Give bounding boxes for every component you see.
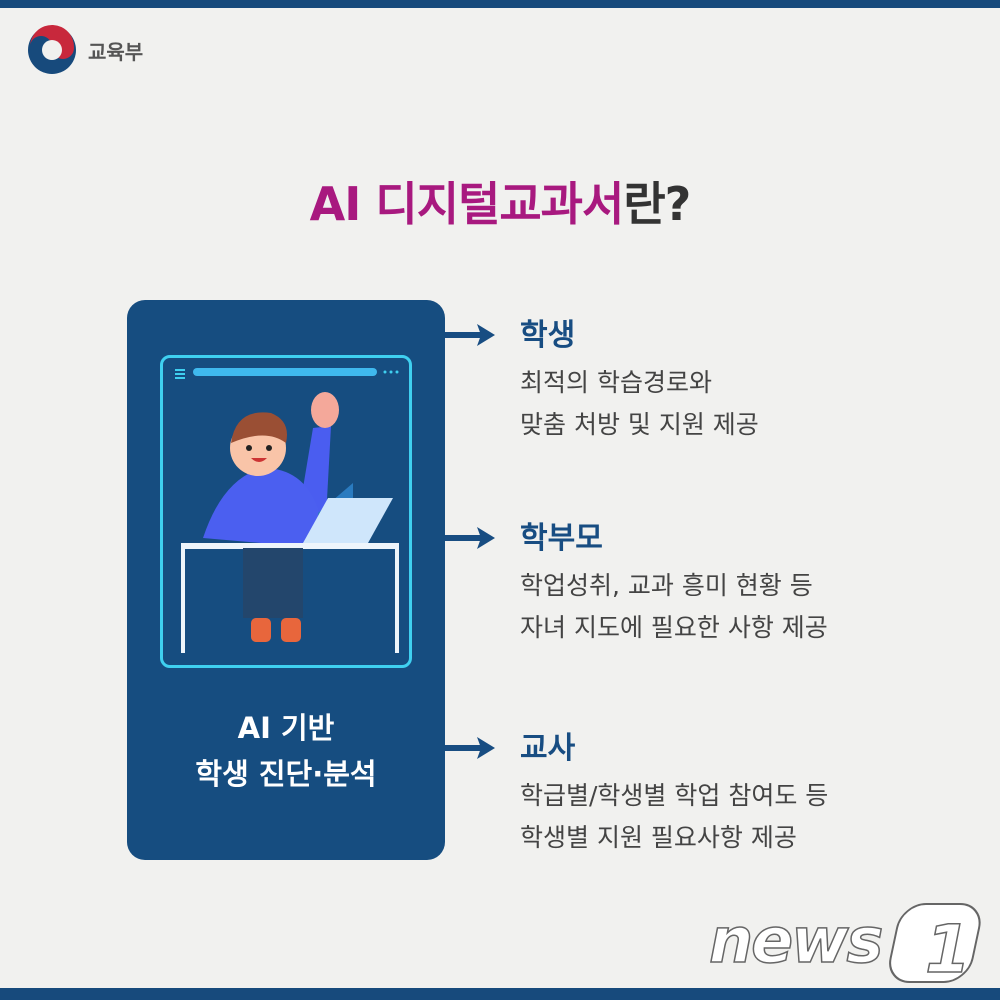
body-line: 맞춤 처방 및 지원 제공 [520, 410, 759, 439]
ai-card: AI 기반 학생 진단·분석 [127, 300, 445, 860]
student-illustration [175, 368, 399, 653]
body-line: 학급별/학생별 학업 참여도 등 [520, 781, 829, 810]
section-heading: 학생 [520, 318, 576, 353]
menu-icon [175, 369, 185, 371]
arrow-right-icon [445, 527, 495, 549]
body-line: 학생별 지원 필요사항 제공 [520, 823, 797, 852]
ministry-logo: 교육부 [26, 24, 143, 76]
arrow-right-icon [445, 324, 495, 346]
title-highlight: AI 디지털교과서 [309, 177, 625, 231]
arrow-right-icon [445, 737, 495, 759]
svg-text:1: 1 [925, 911, 971, 985]
card-caption-line2: 학생 진단·분석 [195, 757, 377, 791]
bottom-bar [0, 988, 1000, 1000]
section-heading: 교사 [520, 731, 576, 766]
logo-text: 교육부 [88, 39, 144, 64]
card-caption: AI 기반 학생 진단·분석 [127, 705, 445, 797]
section-heading: 학부모 [520, 521, 603, 556]
svg-text:news: news [709, 904, 881, 977]
news1-watermark-logo: news 1 [708, 903, 981, 985]
page-title: AI 디지털교과서란? [0, 168, 1000, 234]
laptop-icon [303, 498, 393, 543]
screen-illustration [160, 355, 412, 668]
top-bar [0, 0, 1000, 8]
body-line: 최적의 학습경로와 [520, 368, 712, 397]
more-dots-icon [383, 370, 387, 374]
body-line: 학업성취, 교과 흥미 현황 등 [520, 571, 813, 600]
title-suffix: 란? [623, 177, 691, 231]
desk [181, 543, 399, 549]
card-caption-line1: AI 기반 [237, 711, 335, 745]
address-bar [193, 368, 377, 376]
body-line: 자녀 지도에 필요한 사항 제공 [520, 613, 828, 642]
taegeuk-emblem-icon [28, 24, 76, 74]
